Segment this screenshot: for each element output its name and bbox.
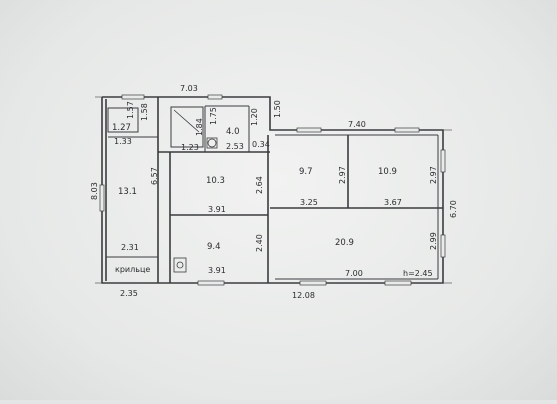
- ceiling-height-label: h=2.45: [403, 269, 433, 278]
- dim-vestibule-width: 1.33: [114, 137, 132, 146]
- dim-top-left-width: 7.03: [180, 84, 198, 93]
- dim-annex-offset: 1.50: [273, 100, 282, 118]
- dim-bath-depth-c: 1.20: [250, 108, 259, 126]
- dim-kitchen-height: 2.40: [255, 234, 264, 252]
- dim-bath-width: 2.53: [226, 142, 244, 151]
- area-bath: 4.0: [226, 127, 240, 137]
- dim-hall-inner-width: 2.31: [121, 243, 139, 252]
- dim-central-width: 3.91: [208, 205, 226, 214]
- dim-kitchen-width: 3.91: [208, 266, 226, 275]
- sink-basin: [206, 137, 218, 149]
- area-small: 9.7: [299, 167, 313, 177]
- dim-corner-width: 3.67: [384, 198, 402, 207]
- sink-icon: [207, 138, 217, 148]
- dim-store-height: 1.58: [140, 103, 149, 121]
- dim-central-height: 2.64: [255, 176, 264, 194]
- dim-bath-step: 0.34: [252, 140, 270, 149]
- room-areas: 1.27 4.0 13.1 10.3 9.7 10.9 9.4 20.9: [112, 123, 397, 252]
- dim-bath-depth-b: 1.75: [209, 107, 218, 125]
- dim-hall-height: 6.57: [150, 167, 159, 185]
- area-central: 10.3: [206, 176, 225, 186]
- dim-bath-niche: 1.23: [181, 143, 199, 152]
- dim-small-height: 2.97: [338, 166, 347, 184]
- storage-box: [107, 107, 139, 133]
- dimension-labels-vertical: 8.03 6.70 1.50 1.57 1.58 6.57 1.84 1.75 …: [90, 100, 458, 252]
- plan-notes: крильце h=2.45: [115, 265, 433, 278]
- window-hall-top: [121, 94, 145, 100]
- dim-small-width: 3.25: [300, 198, 318, 207]
- window-right-upper: [440, 149, 446, 173]
- dim-top-right-width: 7.40: [348, 120, 366, 129]
- dim-porch-width: 2.35: [120, 289, 138, 298]
- window-kitchen: [197, 280, 225, 286]
- closet-diagonal: [173, 109, 200, 133]
- dim-bath-depth-a: 1.84: [195, 118, 204, 136]
- area-kitchen: 9.4: [207, 242, 221, 252]
- area-large: 20.9: [335, 238, 354, 248]
- outer-wall-left-block: [102, 96, 444, 284]
- porch-label: крильце: [115, 265, 150, 274]
- wall-closet: [170, 106, 204, 148]
- dim-large-width: 7.00: [345, 269, 363, 278]
- stove-icon: [173, 257, 187, 273]
- dimension-lines: [95, 96, 452, 284]
- window-bath-top: [207, 94, 223, 100]
- dim-corner-height: 2.97: [429, 166, 438, 184]
- dimension-labels-horizontal: 7.03 7.40 12.08 2.35 1.33 2.31 1.23 2.53…: [114, 84, 402, 300]
- stove-burner: [176, 261, 184, 269]
- dim-large-height: 2.99: [429, 232, 438, 250]
- dim-right-height: 6.70: [449, 200, 458, 218]
- window-corner-room: [394, 127, 420, 133]
- outer-walls: [101, 96, 444, 284]
- window-right-lower: [440, 234, 446, 258]
- interior-walls: [106, 97, 443, 283]
- openings: [99, 94, 446, 286]
- dim-total-height: 8.03: [90, 182, 99, 200]
- area-hall: 13.1: [118, 187, 137, 197]
- dim-store-width: 1.57: [126, 101, 135, 119]
- area-porch-store: 1.27: [112, 123, 131, 133]
- window-large-room-a: [299, 280, 327, 286]
- dim-total-width: 12.08: [292, 291, 315, 300]
- window-small-room: [296, 127, 322, 133]
- area-corner: 10.9: [378, 167, 397, 177]
- window-large-room-b: [384, 280, 412, 286]
- window-hall-side: [99, 184, 105, 212]
- fixtures: [173, 109, 218, 273]
